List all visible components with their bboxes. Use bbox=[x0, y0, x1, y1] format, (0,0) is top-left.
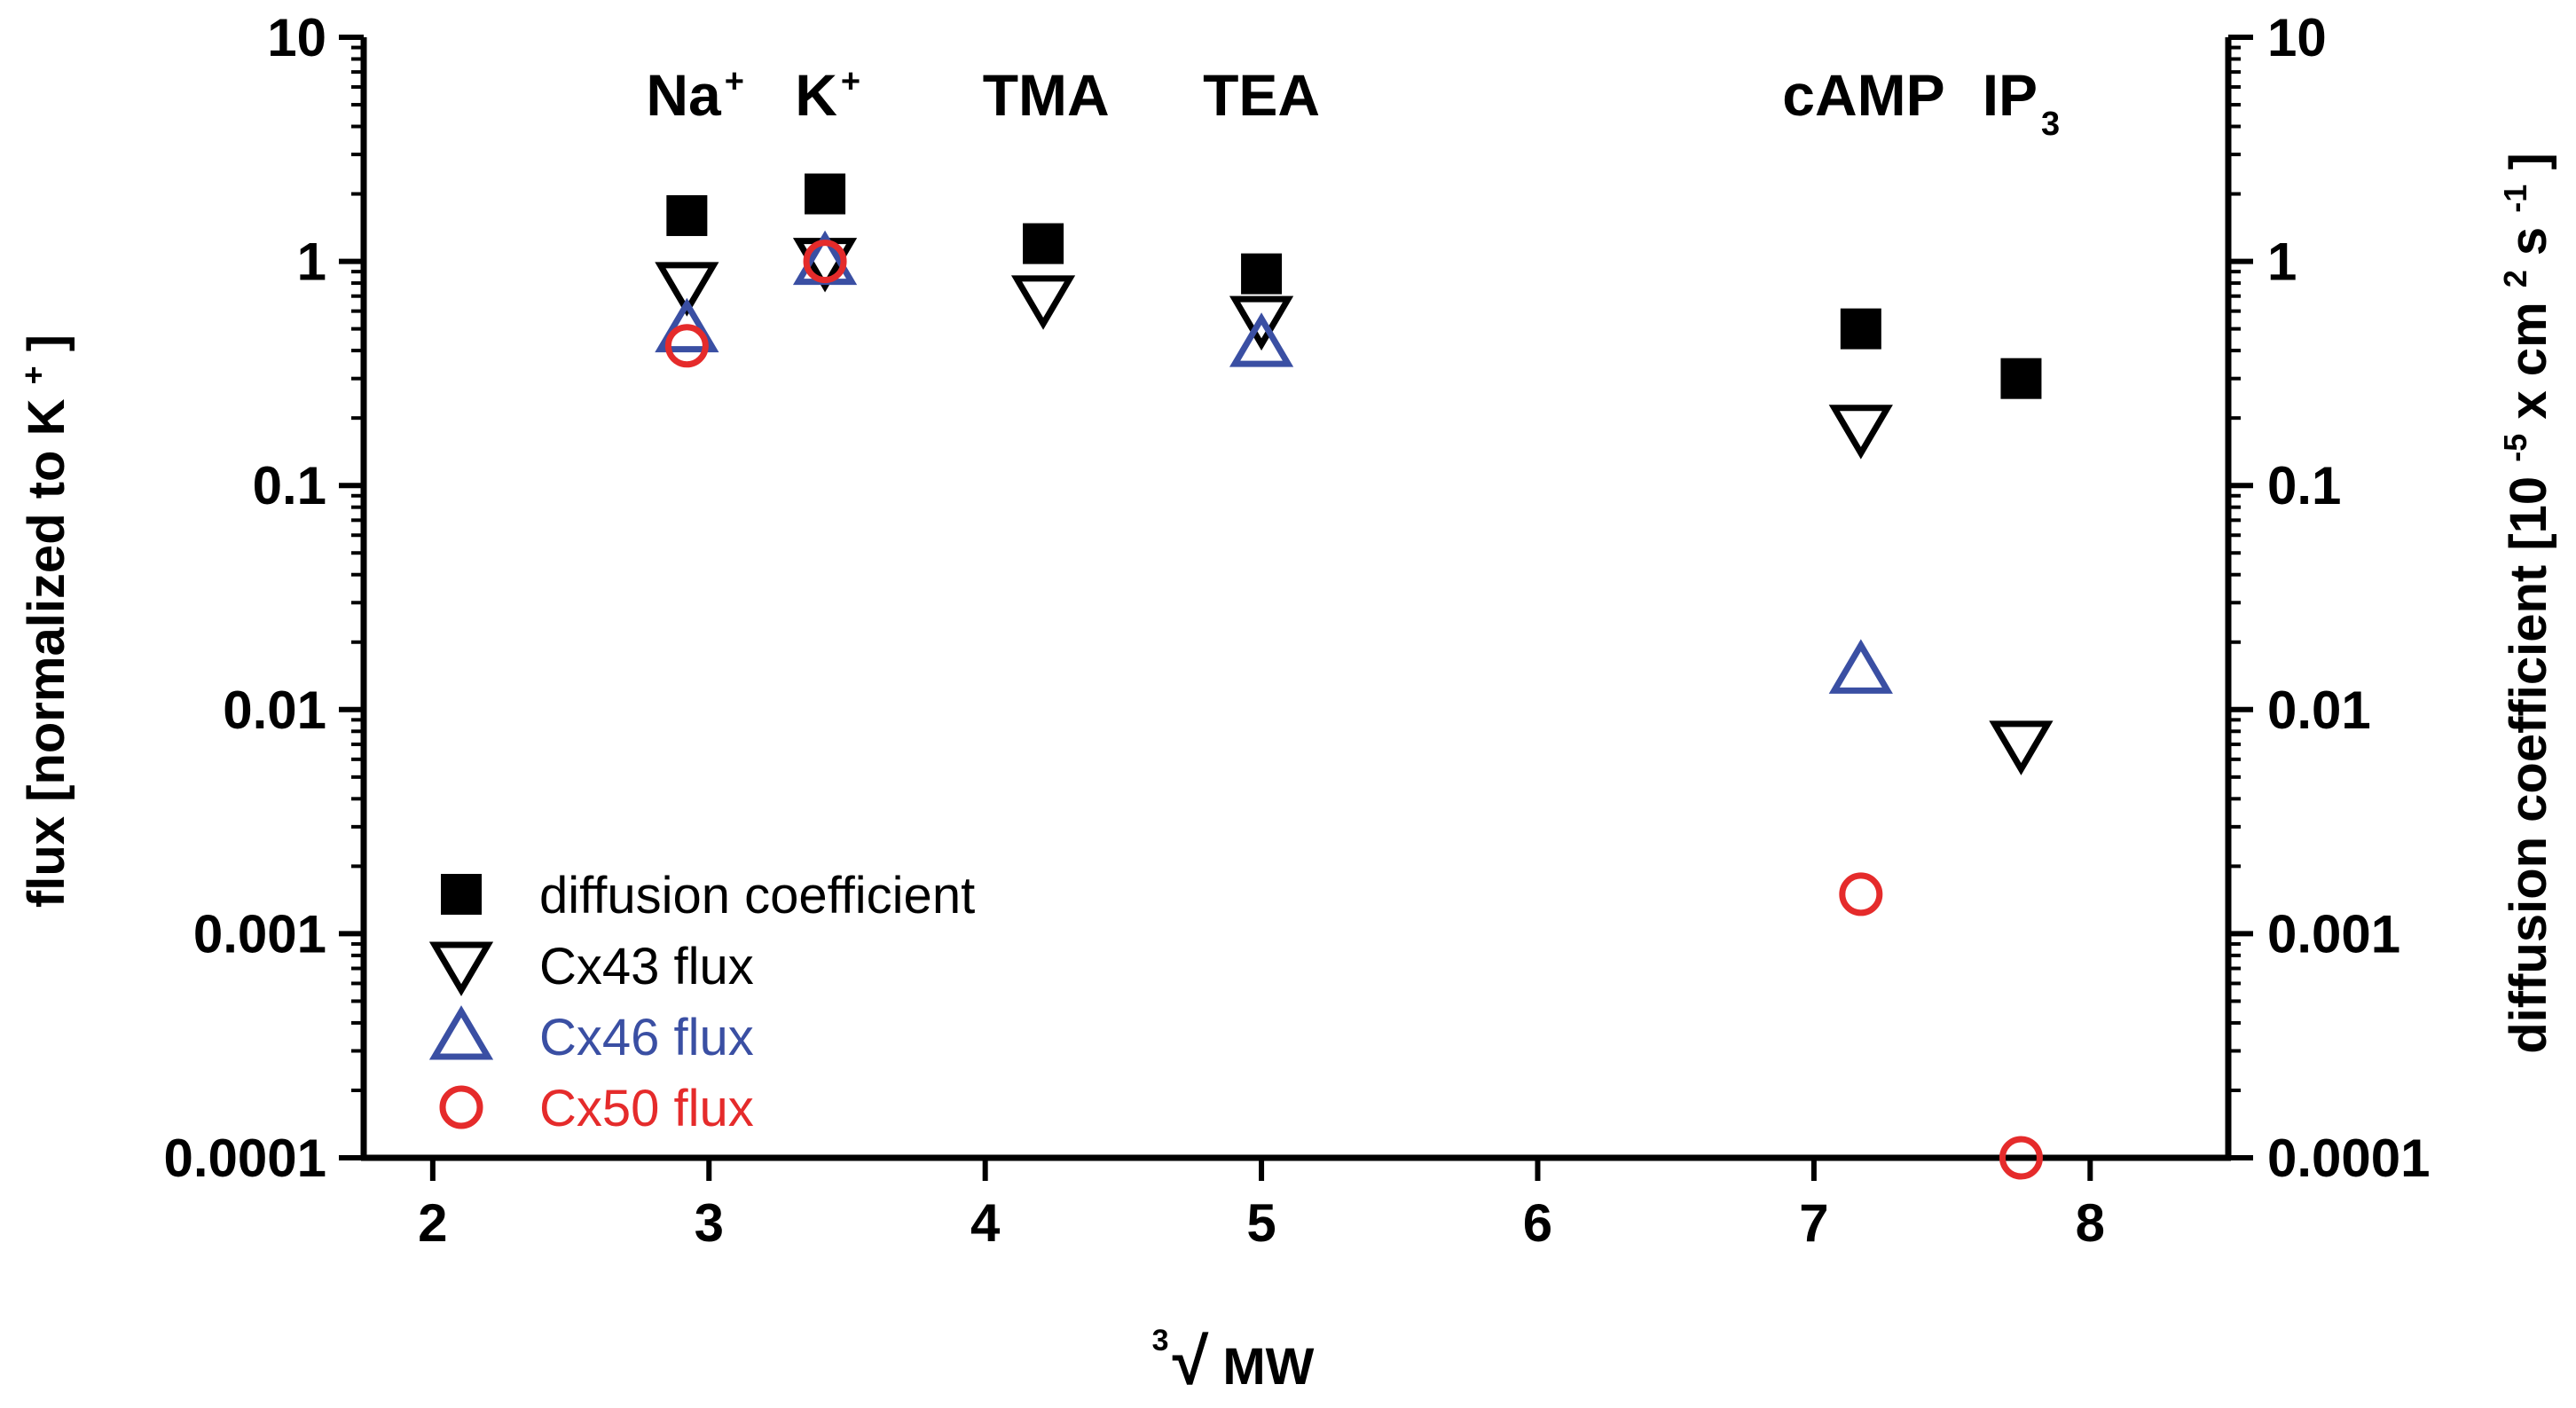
right-y-tick-label: 0.01 bbox=[2267, 680, 2371, 740]
x-axis-label: 3 √ MW bbox=[1152, 1304, 1315, 1398]
data-point bbox=[1989, 720, 2054, 775]
molecule-label: TEA bbox=[1203, 62, 1320, 128]
legend-label: Cx50 flux bbox=[539, 1080, 754, 1137]
data-point bbox=[1241, 253, 1283, 295]
x-axis-radicand: MW bbox=[1222, 1338, 1314, 1396]
data-point bbox=[2000, 358, 2042, 399]
left-y-tick-label: 1 bbox=[297, 232, 326, 292]
x-axis-root-sign: √ bbox=[1173, 1325, 1209, 1398]
data-point bbox=[1828, 639, 1893, 694]
legend-label: diffusion coefficient bbox=[539, 867, 975, 924]
data-point bbox=[655, 262, 719, 317]
series-diffusion-coefficient bbox=[666, 173, 2042, 399]
data-point bbox=[805, 173, 846, 215]
x-tick-label: 2 bbox=[418, 1193, 447, 1253]
legend-label: Cx43 flux bbox=[539, 938, 754, 995]
x-tick-label: 6 bbox=[1523, 1193, 1552, 1253]
left-y-tick-label: 0.1 bbox=[253, 456, 326, 515]
molecule-label: TMA bbox=[983, 62, 1110, 128]
legend-marker bbox=[439, 1085, 483, 1129]
data-point bbox=[1839, 872, 1883, 916]
data-point bbox=[666, 195, 708, 237]
data-point bbox=[655, 297, 719, 353]
x-tick-label: 4 bbox=[970, 1193, 1001, 1253]
data-point bbox=[1999, 1136, 2043, 1180]
legend-marker bbox=[428, 1005, 494, 1060]
right-y-tick-label: 0.001 bbox=[2267, 904, 2400, 964]
series-cx50-flux bbox=[664, 240, 2043, 1180]
x-tick-label: 5 bbox=[1246, 1193, 1276, 1253]
data-point bbox=[1023, 223, 1064, 264]
data-point bbox=[1229, 295, 1294, 351]
data-point bbox=[1229, 312, 1294, 367]
right-y-tick-label: 0.1 bbox=[2267, 456, 2341, 515]
data-point bbox=[1840, 308, 1881, 350]
legend-marker bbox=[441, 874, 482, 915]
data-point bbox=[803, 240, 847, 284]
data-point bbox=[664, 324, 709, 368]
left-y-tick-label: 0.001 bbox=[193, 904, 326, 964]
x-tick-label: 8 bbox=[2076, 1193, 2105, 1253]
left-y-axis-label: flux [normalized to K + ] bbox=[0, 334, 75, 908]
ticks: 2 3 4 5 6 7 8 0.0001 0.0001 0.001 0.001 0.01 0.01 0.1… bbox=[163, 8, 2430, 1253]
axes bbox=[360, 37, 2232, 1161]
legend-marker bbox=[428, 941, 494, 996]
left-y-tick-label: 10 bbox=[267, 8, 326, 67]
right-y-tick-label: 0.0001 bbox=[2267, 1129, 2431, 1188]
left-y-tick-label: 0.01 bbox=[223, 680, 326, 740]
x-tick-label: 3 bbox=[695, 1193, 724, 1253]
molecule-label: cAMP bbox=[1782, 62, 1944, 128]
right-y-axis-label: diffusion coefficient [10 -5 x cm 2 s -1… bbox=[2480, 153, 2557, 1054]
series-cx46-flux bbox=[655, 230, 1893, 694]
data-point bbox=[1010, 275, 1076, 330]
data-point bbox=[1828, 405, 1893, 460]
left-y-tick-label: 0.0001 bbox=[163, 1129, 326, 1188]
x-axis-root-index: 3 bbox=[1152, 1324, 1169, 1357]
right-y-tick-label: 1 bbox=[2267, 232, 2297, 292]
data-marks bbox=[655, 173, 2054, 1180]
right-y-tick-label: 10 bbox=[2267, 8, 2327, 67]
molecule-label: K+ bbox=[795, 62, 860, 128]
legend-label: Cx46 flux bbox=[539, 1009, 754, 1066]
molecule-label: Na+ bbox=[646, 62, 744, 128]
x-tick-label: 7 bbox=[1799, 1193, 1828, 1253]
